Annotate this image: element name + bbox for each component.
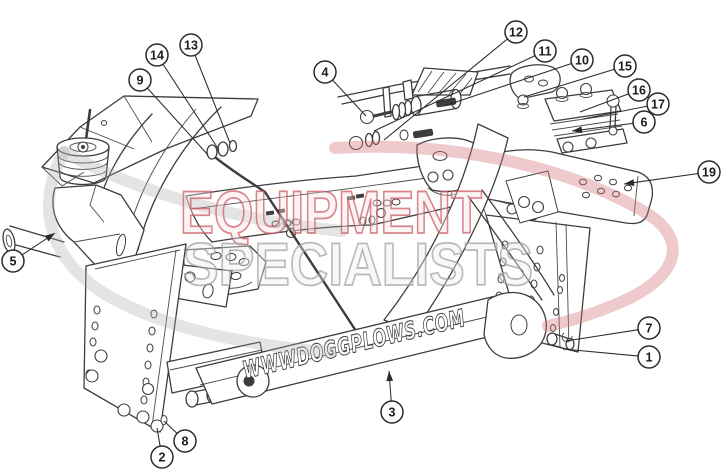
- callout-7: 7: [637, 316, 661, 340]
- callout-7-number: 7: [646, 322, 653, 336]
- callout-7-leader: [565, 327, 650, 342]
- callout-10: 10: [570, 48, 594, 72]
- callout-2: 2: [150, 445, 174, 469]
- callout-15-circle: [613, 54, 637, 78]
- callout-15-leader: [523, 65, 626, 98]
- watermark-line1: EQUIPMENT: [180, 179, 482, 246]
- callout-8-number: 8: [182, 435, 189, 449]
- callout-1-number: 1: [646, 351, 653, 365]
- callout-4-circle: [313, 60, 337, 84]
- callout-13: 13: [179, 33, 203, 57]
- watermark-line2: SPECIALISTS: [183, 231, 533, 298]
- callout-10-leader: [443, 59, 583, 107]
- callout-4: 4: [313, 60, 337, 84]
- callout-1-circle: [637, 345, 661, 369]
- callout-17: 17: [646, 92, 670, 116]
- callout-3-arrowhead: [386, 371, 394, 382]
- callout-6-number: 6: [641, 116, 648, 130]
- left-plate: [83, 243, 187, 433]
- callout-14-number: 14: [150, 49, 164, 63]
- callout-6-leader: [571, 121, 645, 132]
- callout-16: 16: [627, 78, 651, 102]
- callout-8-circle: [173, 429, 197, 453]
- callout-11: 11: [533, 39, 557, 63]
- callout-4-number: 4: [322, 66, 329, 80]
- callout-9-circle: [128, 68, 152, 92]
- watermark-swoosh-red: [329, 140, 679, 332]
- callout-8: 8: [173, 429, 197, 453]
- callout-3-number: 3: [389, 406, 396, 420]
- callout-9-number: 9: [137, 74, 144, 88]
- callout-17-circle: [646, 92, 670, 116]
- callout-13-circle: [179, 33, 203, 57]
- horn-tube: [2, 225, 65, 258]
- callout-1-leader: [562, 348, 650, 358]
- watermark-swoosh-gray-left: [43, 146, 336, 358]
- callout-16-number: 16: [632, 84, 646, 98]
- callout-5-arrowhead: [44, 233, 55, 242]
- watermark: EQUIPMENT SPECIALISTS: [43, 140, 679, 358]
- callout-6-arrowhead: [572, 126, 583, 134]
- callout-19-number: 19: [702, 166, 716, 180]
- callout-19-leader: [623, 171, 710, 185]
- callout-10-circle: [570, 48, 594, 72]
- callout-11-leader: [373, 50, 546, 132]
- truss: [337, 65, 511, 118]
- callout-13-leader: [190, 44, 231, 144]
- support-arm: [467, 189, 555, 301]
- callout-16-circle: [627, 78, 651, 102]
- callout-11-number: 11: [538, 45, 551, 59]
- callout-12-number: 12: [509, 26, 523, 40]
- callout-14-circle: [145, 43, 169, 67]
- callout-13-number: 13: [184, 39, 198, 53]
- callout-6-circle: [632, 110, 656, 134]
- bolt-cluster-right: [346, 193, 401, 226]
- right-plate: [469, 169, 591, 353]
- callout-10-number: 10: [575, 54, 589, 68]
- callout-6: 6: [632, 110, 656, 134]
- watermark-swoosh-gray-top: [58, 146, 348, 237]
- callout-17-leader: [582, 103, 659, 120]
- callout-19: 19: [697, 160, 721, 184]
- callout-1: 1: [637, 345, 661, 369]
- clevis-pin: [546, 332, 575, 351]
- callout-15-number: 15: [618, 60, 632, 74]
- callout-11-circle: [533, 39, 557, 63]
- callout-19-circle: [697, 160, 721, 184]
- callout-3-circle: [380, 400, 404, 424]
- left-tower: [52, 184, 145, 269]
- callout-9-leader: [139, 79, 209, 156]
- callout-12: 12: [504, 20, 528, 44]
- snubber-stack: [56, 108, 110, 186]
- callout-2-number: 2: [159, 451, 166, 465]
- callout-17-number: 17: [651, 98, 665, 112]
- callout-12-leader: [383, 31, 517, 141]
- spacer-stack: [544, 82, 628, 154]
- callout-2-circle: [150, 445, 174, 469]
- callout-9: 9: [128, 68, 152, 92]
- callout-5-circle: [1, 249, 25, 273]
- callout-14-leader: [156, 54, 220, 151]
- callout-3: 3: [380, 400, 404, 424]
- callout-12-circle: [504, 20, 528, 44]
- callout-19-arrowhead: [624, 179, 635, 186]
- callout-5: 5: [1, 249, 25, 273]
- callout-5-number: 5: [10, 255, 17, 269]
- callout-7-circle: [637, 316, 661, 340]
- callout-14: 14: [145, 43, 169, 67]
- callout-15: 15: [613, 54, 637, 78]
